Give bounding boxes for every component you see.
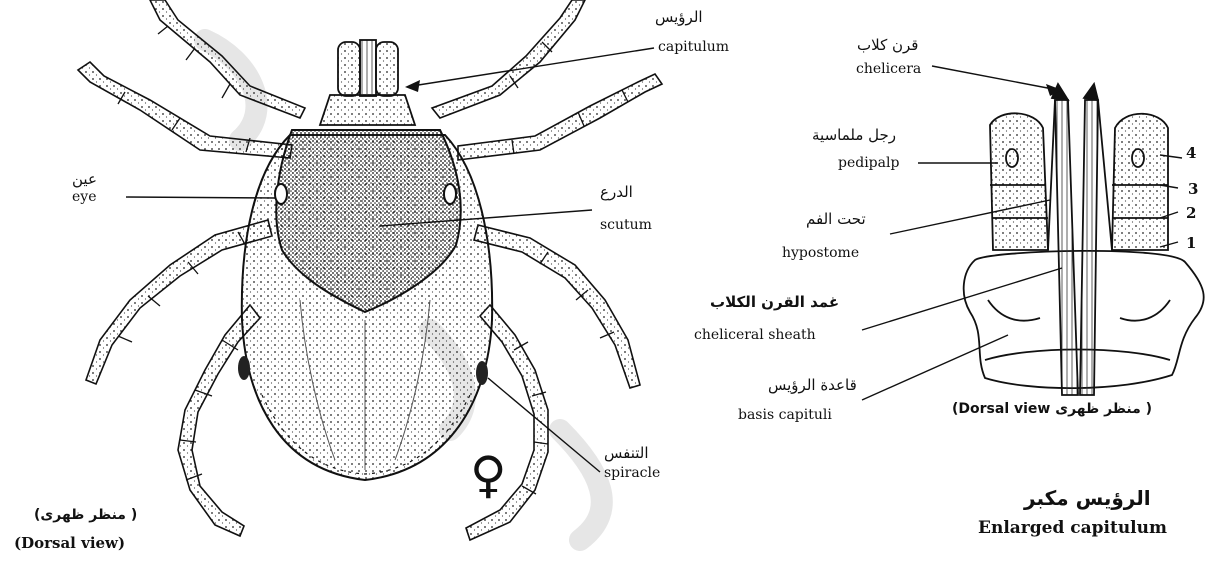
spiracle-label-en: spiracle bbox=[604, 466, 660, 480]
pedipalp-label-en: pedipalp bbox=[838, 156, 899, 170]
enlarged-caption-ar: الرؤيس مكبر bbox=[1024, 488, 1151, 508]
capitulum-small bbox=[320, 40, 415, 125]
scutum-label-en: scutum bbox=[600, 218, 652, 232]
female-symbol: ♀ bbox=[470, 450, 507, 500]
dorsal-view-left-en: (Dorsal view) bbox=[14, 536, 125, 551]
basis-label-ar: قاعدة الرؤيس bbox=[768, 378, 857, 393]
scutum-label-ar: الدرع bbox=[600, 185, 633, 200]
pedipalp-label-ar: رجل ملماسية bbox=[812, 128, 896, 143]
spiracle-right bbox=[476, 361, 488, 385]
enlarged-capitulum bbox=[964, 84, 1204, 395]
spiracle-label-ar: التنفس bbox=[604, 446, 649, 461]
eye-label-en: eye bbox=[72, 190, 96, 204]
hypostome-label-ar: تحت الفم bbox=[806, 212, 866, 227]
basis-label-en: basis capituli bbox=[738, 408, 832, 422]
segment-4: 4 bbox=[1186, 146, 1196, 161]
dorsal-view-left-ar: ( منظر ظهرى) bbox=[34, 508, 137, 522]
hypostome-label-en: hypostome bbox=[782, 246, 859, 260]
chelicera-label-ar: قرن كلاب bbox=[857, 38, 918, 53]
eye-label-ar: عين bbox=[72, 172, 97, 187]
segment-1: 1 bbox=[1186, 236, 1196, 251]
segment-3: 3 bbox=[1188, 182, 1198, 197]
enlarged-caption-en: Enlarged capitulum bbox=[978, 520, 1167, 537]
sheath-label-ar: غمد القرن الكلاب bbox=[710, 295, 839, 310]
arrowhead-capitulum bbox=[405, 80, 420, 92]
dorsal-view-right: (Dorsal view منظر ظهرى ) bbox=[952, 402, 1152, 416]
spiracle-left bbox=[238, 356, 250, 380]
eye-left bbox=[275, 184, 287, 204]
capitulum-label-en: capitulum bbox=[658, 40, 729, 54]
chelicera-label-en: chelicera bbox=[856, 62, 921, 76]
eye-right bbox=[444, 184, 456, 204]
sheath-label-en: cheliceral sheath bbox=[694, 328, 816, 342]
capitulum-label-ar: الرؤيس bbox=[655, 10, 703, 25]
segment-2: 2 bbox=[1186, 206, 1196, 221]
